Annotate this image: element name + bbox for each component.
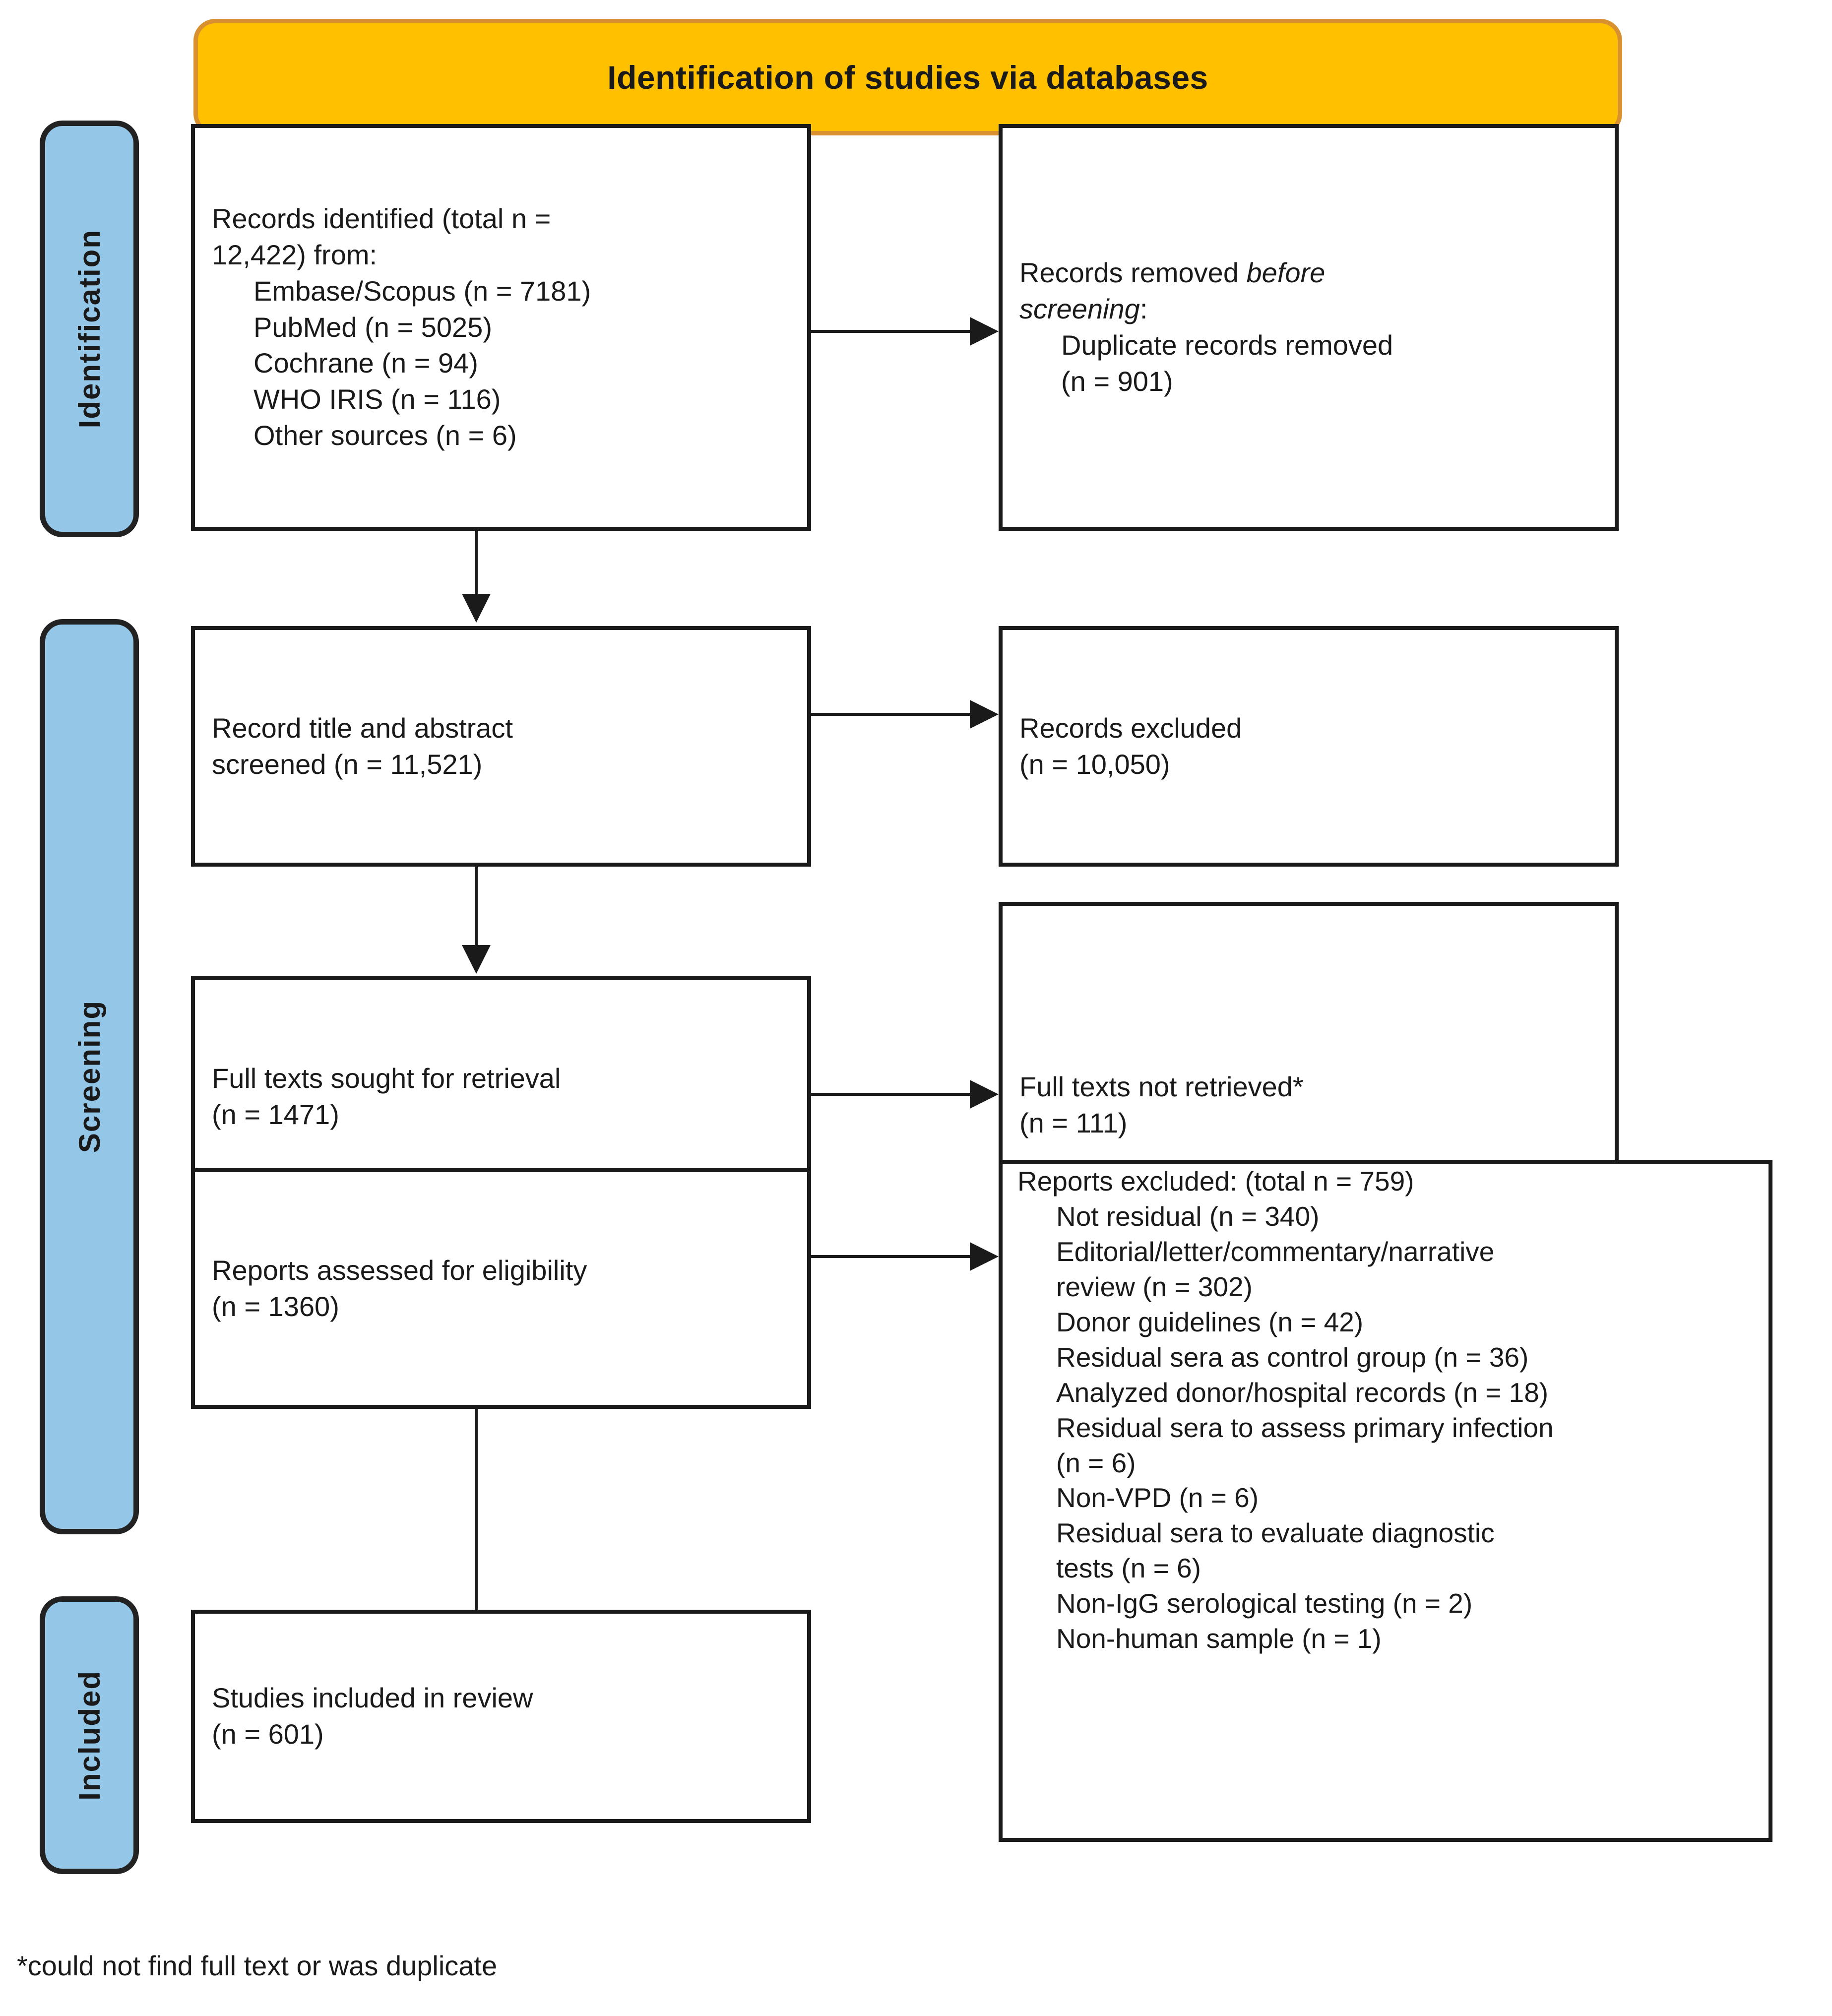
- reports-assessed-line-2: (n = 1360): [212, 1290, 339, 1322]
- connector-line-assessed-to-reports-excluded: [811, 1255, 970, 1258]
- banner-identification-via-databases: Identification of studies via databases: [193, 19, 1622, 135]
- fulltext-not-retrieved-line-2: (n = 111): [1019, 1107, 1128, 1138]
- records-removed-italic-before: before: [1246, 257, 1326, 289]
- studies-included-line-1: Studies included in review: [212, 1682, 533, 1714]
- connector-line-sought-to-not-retrieved: [811, 1093, 970, 1096]
- source-pubmed: PubMed (n = 5025): [253, 311, 492, 343]
- records-removed-line-1: Records removed before: [1019, 255, 1598, 291]
- stage-label-identification: Identification: [72, 229, 106, 429]
- reason-non-vpd: Non-VPD (n = 6): [1056, 1482, 1259, 1513]
- stage-label-screening: Screening: [72, 1000, 106, 1153]
- box-records-identified: Records identified (total n = 12,422) fr…: [191, 124, 811, 531]
- records-screened-line-2: screened (n = 11,521): [212, 748, 483, 780]
- records-screened-line-1: Record title and abstract: [212, 712, 513, 744]
- reports-assessed-line-1: Reports assessed for eligibility: [212, 1254, 587, 1286]
- fulltext-sought-line-2: (n = 1471): [212, 1098, 339, 1130]
- reason-analyzed-donor-hospital-records: Analyzed donor/hospital records (n = 18): [1056, 1377, 1549, 1408]
- connector-line-screened-to-excluded: [811, 713, 970, 716]
- records-removed-line-2: screening:: [1019, 291, 1598, 327]
- records-identified-line-1: Records identified (total n =: [212, 203, 551, 235]
- reason-residual-sera-diagnostic-tests: Residual sera to evaluate diagnostic: [1056, 1517, 1495, 1549]
- reason-editorial-review-count: review (n = 302): [1056, 1271, 1253, 1302]
- reason-residual-sera-primary-infection: Residual sera to assess primary infectio…: [1056, 1412, 1554, 1443]
- stage-bar-identification: Identification: [40, 121, 139, 537]
- arrowhead-screened-to-fulltext: [462, 945, 491, 974]
- connector-line-identified-to-removed: [811, 330, 970, 333]
- stage-label-included: Included: [72, 1670, 106, 1801]
- reports-excluded-header: Reports excluded: (total n = 759): [1017, 1166, 1414, 1197]
- footnote-could-not-find-full-text: *could not find full text or was duplica…: [17, 1950, 498, 1981]
- reason-editorial-letter-commentary: Editorial/letter/commentary/narrative: [1056, 1236, 1495, 1267]
- box-records-removed-before-screening: Records removed before screening: Duplic…: [999, 124, 1619, 531]
- connector-line-assessed-to-included: [475, 1409, 478, 1654]
- box-records-excluded: Records excluded (n = 10,050): [999, 626, 1619, 867]
- records-excluded-line-2: (n = 10,050): [1019, 748, 1170, 780]
- duplicate-records-removed-label: Duplicate records removed: [1061, 329, 1393, 361]
- stage-bar-included: Included: [40, 1596, 139, 1874]
- reason-residual-sera-diagnostic-tests-count: tests (n = 6): [1056, 1553, 1201, 1584]
- source-who-iris: WHO IRIS (n = 116): [253, 383, 501, 415]
- arrowhead-identified-to-screened: [462, 594, 491, 623]
- reason-non-igg-serological-testing: Non-IgG serological testing (n = 2): [1056, 1588, 1473, 1619]
- stage-bar-screening: Screening: [40, 619, 139, 1534]
- records-removed-italic-screening: screening: [1019, 293, 1140, 325]
- reason-residual-sera-primary-infection-count: (n = 6): [1056, 1447, 1136, 1478]
- banner-title: Identification of studies via databases: [607, 59, 1208, 96]
- source-other: Other sources (n = 6): [253, 419, 517, 451]
- fulltext-sought-line-1: Full texts sought for retrieval: [212, 1062, 561, 1094]
- duplicate-records-removed-count: (n = 901): [1061, 365, 1173, 397]
- records-removed-prefix: Records removed: [1019, 257, 1247, 289]
- source-embase-scopus: Embase/Scopus (n = 7181): [253, 275, 591, 307]
- reason-residual-sera-control-group: Residual sera as control group (n = 36): [1056, 1341, 1529, 1373]
- arrowhead-assessed-to-reports-excluded: [970, 1242, 999, 1271]
- fulltext-not-retrieved-line-1: Full texts not retrieved*: [1019, 1071, 1304, 1103]
- records-removed-colon: :: [1139, 293, 1148, 325]
- connector-line-screened-to-fulltext: [475, 867, 478, 946]
- arrowhead-identified-to-removed: [970, 317, 999, 346]
- connector-line-identified-to-screened: [475, 531, 478, 595]
- records-identified-line-2: 12,422) from:: [212, 239, 378, 270]
- records-excluded-line-1: Records excluded: [1019, 712, 1242, 744]
- arrowhead-screened-to-excluded: [970, 700, 999, 729]
- reason-not-residual: Not residual (n = 340): [1056, 1200, 1320, 1232]
- reason-non-human-sample: Non-human sample (n = 1): [1056, 1623, 1382, 1654]
- reason-donor-guidelines: Donor guidelines (n = 42): [1056, 1306, 1364, 1337]
- arrowhead-sought-to-not-retrieved: [970, 1080, 999, 1109]
- studies-included-line-2: (n = 601): [212, 1718, 324, 1750]
- box-reports-excluded-detail: Reports excluded: (total n = 759) Not re…: [999, 1160, 1772, 1842]
- source-cochrane: Cochrane (n = 94): [253, 347, 478, 379]
- box-studies-included: Studies included in review (n = 601): [191, 1610, 811, 1823]
- box-reports-assessed: Reports assessed for eligibility (n = 13…: [191, 1168, 811, 1409]
- box-records-screened: Record title and abstract screened (n = …: [191, 626, 811, 867]
